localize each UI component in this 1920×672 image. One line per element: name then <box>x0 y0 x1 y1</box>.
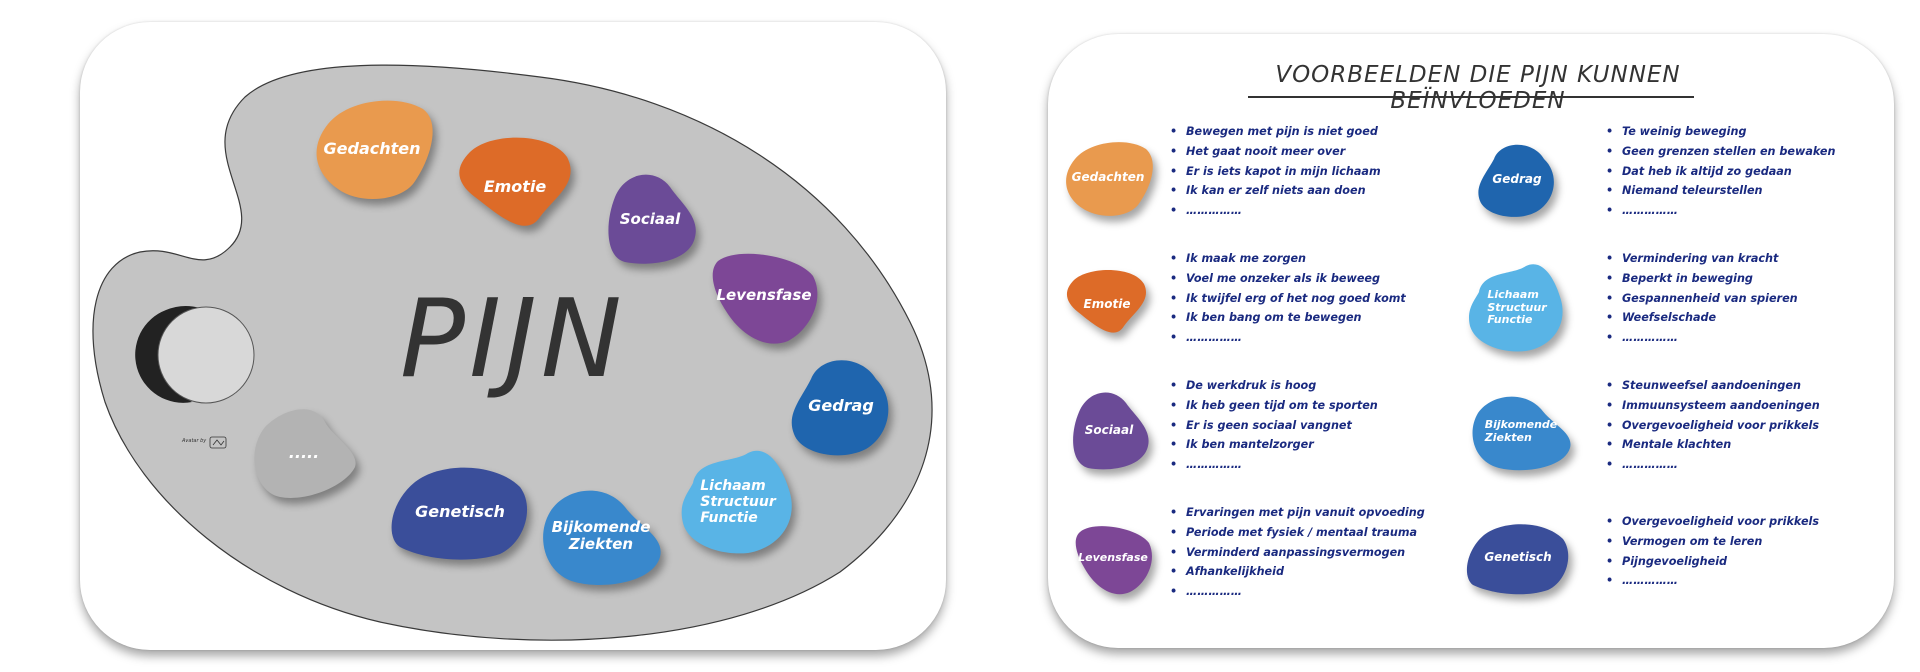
list-sociaal: De werkdruk is hoog Ik heb geen tijd om … <box>1170 376 1378 475</box>
list-genetisch: Overgevoeligheid voor prikkels Vermogen … <box>1606 512 1819 591</box>
list-item: …………… <box>1606 455 1820 475</box>
list-item: Afhankelijkheid <box>1170 562 1425 582</box>
list-item: Het gaat nooit meer over <box>1170 142 1381 162</box>
examples-blob-gedachten: Gedachten <box>1060 137 1156 219</box>
list-item: Pijngevoeligheid <box>1606 552 1819 572</box>
list-item: Periode met fysiek / mentaal trauma <box>1170 523 1425 543</box>
list-item: Ik heb geen tijd om te sporten <box>1170 396 1378 416</box>
blob-shape <box>316 100 433 200</box>
list-item: Weefselschade <box>1606 308 1798 328</box>
list-item: Ik ben bang om te bewegen <box>1170 308 1406 328</box>
list-item: De werkdruk is hoog <box>1170 376 1378 396</box>
list-item: …………… <box>1170 328 1406 348</box>
list-item: Overgevoeligheid voor prikkels <box>1606 512 1819 532</box>
examples-blob-genetisch: Genetisch <box>1462 520 1574 596</box>
list-emotie: Ik maak me zorgen Voel me onzeker als ik… <box>1170 249 1406 348</box>
examples-blob-bijkomende-ziekten: Bijkomende Ziekten <box>1466 390 1576 474</box>
list-levensfase: Ervaringen met pijn vanuit opvoeding Per… <box>1170 503 1425 602</box>
examples-blob-gedrag: Gedrag <box>1474 140 1560 220</box>
palette-blob-more[interactable]: ..... <box>245 402 363 504</box>
list-item: Er is iets kapot in mijn lichaam <box>1170 162 1381 182</box>
list-item: Bewegen met pijn is niet goed <box>1170 122 1381 142</box>
list-gedachten: Bewegen met pijn is niet goed Het gaat n… <box>1170 122 1381 221</box>
examples-blob-levensfase: Levensfase <box>1072 520 1154 596</box>
list-item: Vermogen om te leren <box>1606 532 1819 552</box>
palette-blob-genetisch[interactable]: Genetisch <box>385 462 535 562</box>
list-item: …………… <box>1606 201 1836 221</box>
palette-blob-bijkomende-ziekten[interactable]: Bijkomende Ziekten <box>535 482 667 590</box>
list-item: Beperkt in beweging <box>1606 269 1798 289</box>
list-item: Geen grenzen stellen en bewaken <box>1606 142 1836 162</box>
list-item: Voel me onzeker als ik beweeg <box>1170 269 1406 289</box>
list-item: Te weinig beweging <box>1606 122 1836 142</box>
list-item: Dat heb ik altijd zo gedaan <box>1606 162 1836 182</box>
thumb-hole <box>157 306 255 404</box>
palette-blob-sociaal[interactable]: Sociaal <box>600 167 700 272</box>
list-item: Ik twijfel erg of het nog goed komt <box>1170 289 1406 309</box>
list-item: Verminderd aanpassingsvermogen <box>1170 543 1425 563</box>
list-item: Gespannenheid van spieren <box>1606 289 1798 309</box>
list-bijkomende-ziekten: Steunweefsel aandoeningen Immuunsysteem … <box>1606 376 1820 475</box>
list-item: Ik ben mantelzorger <box>1170 435 1378 455</box>
title-underline <box>1248 96 1694 98</box>
examples-blob-lichaam: Lichaam Structuur Functie <box>1466 262 1568 354</box>
examples-blob-sociaal: Sociaal <box>1066 386 1152 476</box>
list-item: Mentale klachten <box>1606 435 1820 455</box>
list-item: Steunweefsel aandoeningen <box>1606 376 1820 396</box>
palette-blob-gedrag[interactable]: Gedrag <box>786 354 896 459</box>
list-lichaam: Vermindering van kracht Beperkt in beweg… <box>1606 249 1798 348</box>
examples-blob-emotie: Emotie <box>1064 266 1150 344</box>
list-item: Immuunsysteem aandoeningen <box>1606 396 1820 416</box>
list-item: …………… <box>1606 571 1819 591</box>
credit-logo-icon <box>209 436 227 449</box>
palette-blob-gedachten[interactable]: Gedachten <box>308 94 436 204</box>
list-item: …………… <box>1170 455 1378 475</box>
palette-blob-emotie[interactable]: Emotie <box>455 132 575 242</box>
list-item: Er is geen sociaal vangnet <box>1170 416 1378 436</box>
list-item: Ervaringen met pijn vanuit opvoeding <box>1170 503 1425 523</box>
list-item: …………… <box>1606 328 1798 348</box>
palette-card: Avatar by PIJN Gedachten Emotie Sociaal … <box>80 22 946 650</box>
list-item: …………… <box>1170 582 1425 602</box>
list-item: Ik maak me zorgen <box>1170 249 1406 269</box>
list-item: Overgevoeligheid voor prikkels <box>1606 416 1820 436</box>
credit-text: Avatar by <box>182 438 207 444</box>
list-gedrag: Te weinig beweging Geen grenzen stellen … <box>1606 122 1836 221</box>
list-item: Ik kan er zelf niets aan doen <box>1170 181 1381 201</box>
list-item: Niemand teleurstellen <box>1606 181 1836 201</box>
palette-blob-lichaam[interactable]: Lichaam Structuur Functie <box>678 448 798 556</box>
palette-blob-levensfase[interactable]: Levensfase <box>708 246 820 346</box>
examples-card: VOORBEELDEN DIE PIJN KUNNEN BEÏNVLOEDEN … <box>1048 34 1894 648</box>
thumb-hole-shadow <box>135 306 200 403</box>
examples-title: VOORBEELDEN DIE PIJN KUNNEN BEÏNVLOEDEN <box>1275 62 1681 114</box>
list-item: …………… <box>1170 201 1381 221</box>
list-item: Vermindering van kracht <box>1606 249 1798 269</box>
pijn-label: PIJN <box>400 277 626 402</box>
